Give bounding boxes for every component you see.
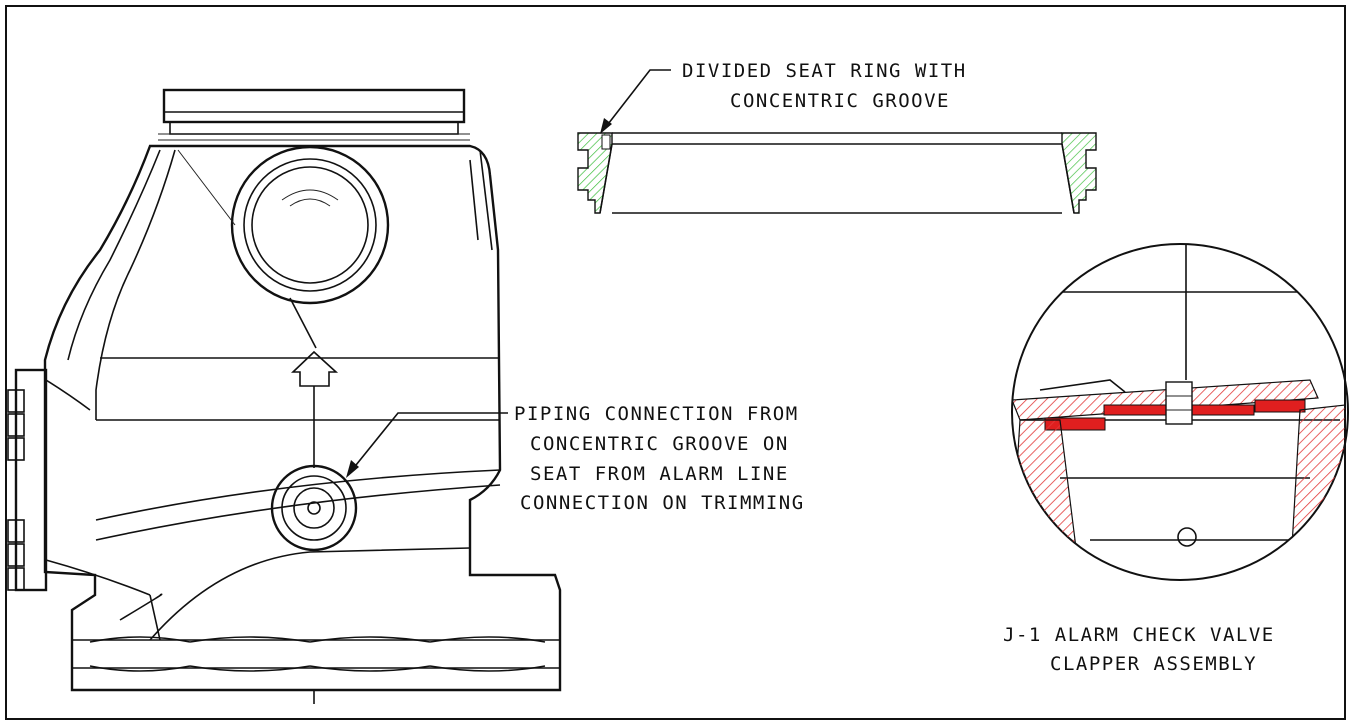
clapper-detail <box>1011 243 1349 581</box>
flow-arrow-icon <box>291 350 339 387</box>
piping-label-line3: SEAT FROM ALARM LINE <box>530 463 789 485</box>
clapper-label-line2: CLAPPER ASSEMBLY <box>1050 653 1257 675</box>
piping-label-line4: CONNECTION ON TRIMMING <box>520 492 805 514</box>
clapper-label-line1: J-1 ALARM CHECK VALVE <box>1003 624 1275 646</box>
piping-label-line1: PIPING CONNECTION FROM <box>514 403 799 425</box>
piping-label-line2: CONCENTRIC GROOVE ON <box>530 433 789 455</box>
top-flange <box>162 88 466 124</box>
side-flange <box>14 368 48 592</box>
seat-ring-label-line2: CONCENTRIC GROOVE <box>730 90 950 112</box>
seat-ring <box>577 69 1097 214</box>
valve-body <box>7 88 562 704</box>
top-groove <box>169 121 459 135</box>
upper-port <box>177 145 390 305</box>
body-outline <box>43 144 562 692</box>
lower-port <box>270 464 358 552</box>
seat-ring-label-line1: DIVIDED SEAT RING WITH <box>682 60 967 82</box>
sheet-border <box>5 5 1346 720</box>
